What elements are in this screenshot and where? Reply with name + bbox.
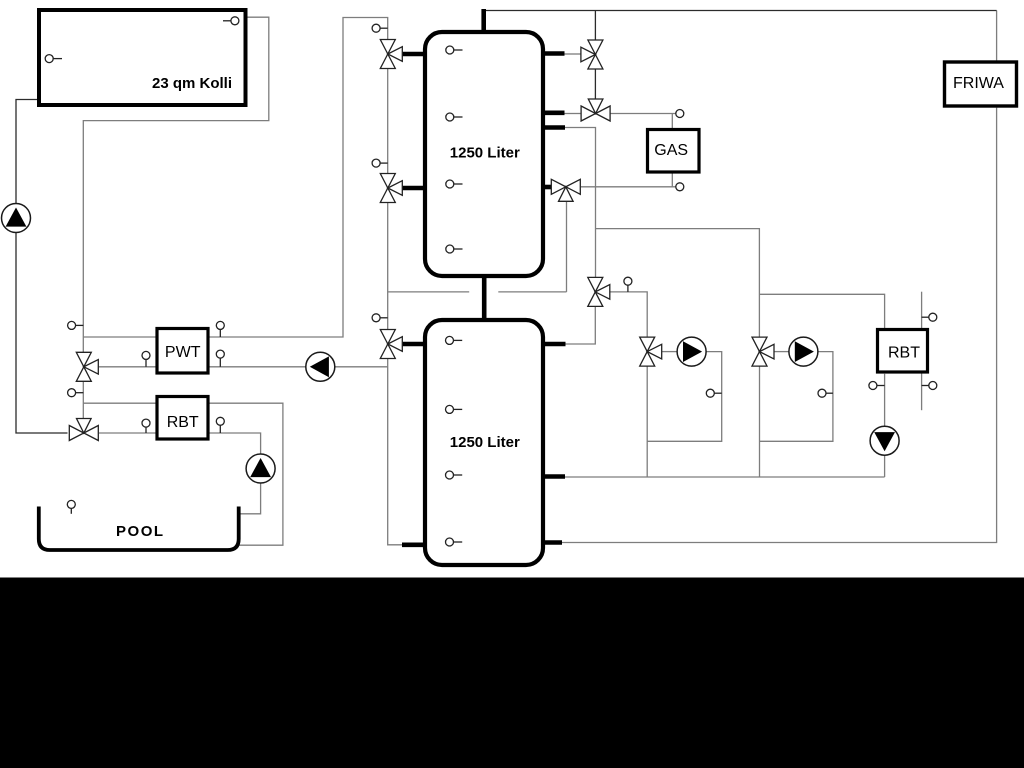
svg-text:1250 Liter: 1250 Liter: [450, 434, 520, 451]
svg-text:GAS: GAS: [654, 142, 688, 159]
svg-text:RBT: RBT: [888, 345, 920, 362]
svg-text:RBT: RBT: [167, 414, 199, 431]
svg-text:23 qm Kolli: 23 qm Kolli: [152, 75, 232, 92]
svg-text:1250 Liter: 1250 Liter: [450, 144, 520, 161]
svg-text:FRIWA: FRIWA: [953, 75, 1004, 92]
svg-text:PWT: PWT: [165, 344, 201, 361]
svg-text:POOL: POOL: [116, 523, 165, 540]
